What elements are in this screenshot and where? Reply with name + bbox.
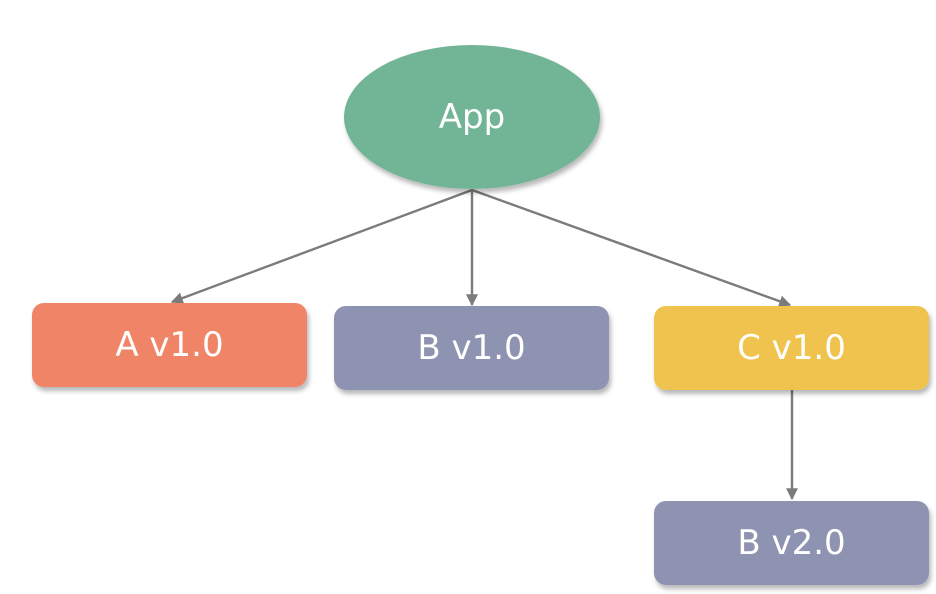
edge-app-to-a-v1 [170, 188, 473, 304]
node-b-v2-shape [654, 501, 929, 585]
node-a-v1-shape [32, 303, 307, 387]
node-b-v1-label: B v1.0 [417, 328, 525, 368]
node-c-v1: C v1.0 [654, 306, 929, 390]
node-b-v1: B v1.0 [334, 306, 609, 390]
node-a-v1: A v1.0 [32, 303, 307, 387]
node-b-v2: B v2.0 [654, 501, 929, 585]
node-c-v1-label: C v1.0 [737, 328, 846, 368]
node-app: App [344, 45, 600, 189]
edge-app-to-c-v1 [471, 188, 792, 307]
edges [170, 188, 798, 501]
node-app-label: App [439, 97, 505, 137]
node-c-v1-shape [654, 306, 929, 390]
node-a-v1-label: A v1.0 [115, 325, 223, 365]
node-b-v1-shape [334, 306, 609, 390]
node-app-shape [344, 45, 600, 189]
node-b-v2-label: B v2.0 [737, 523, 845, 563]
